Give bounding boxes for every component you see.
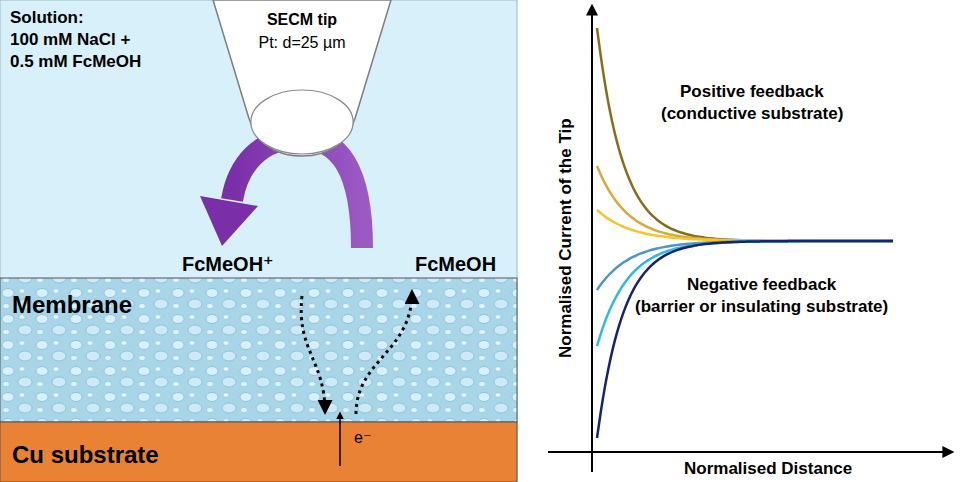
feedback-curve: [597, 210, 893, 241]
redox-arrowhead: [200, 196, 258, 246]
node-detail: Pt: d=25 µm: [218, 31, 386, 54]
curve-note: (conductive substrate): [661, 104, 843, 124]
curve-note: (barrier or insulating substrate): [635, 297, 888, 317]
feedback-curve: [597, 166, 893, 241]
copper-layer: [0, 422, 517, 482]
x-axis: [548, 451, 952, 453]
feedback-curve: [597, 241, 893, 346]
solution-panel: [0, 0, 517, 482]
electron-label: e⁻: [354, 428, 371, 447]
substrate-band: Cu substrate: [0, 422, 517, 482]
membrane-layer: [0, 278, 517, 422]
species-label: FcMeOH⁺: [182, 252, 274, 276]
axis-title: Normalised Current of the Tip: [556, 118, 576, 358]
tip-body: [213, 0, 391, 156]
electron-arrow: [339, 413, 341, 466]
curve-label: Positive feedback: [680, 82, 824, 102]
solution-title: Solution:: [10, 8, 84, 28]
node-title: Cu substrate: [12, 438, 505, 473]
tip-insulator: [251, 90, 353, 154]
membrane-band: Membrane: [0, 278, 517, 422]
feedback-curve: [597, 28, 893, 241]
y-axis: [591, 6, 593, 472]
solution-content: 100 mM NaCl +: [10, 30, 130, 50]
curve-label: Negative feedback: [687, 275, 836, 295]
solution-content: 0.5 mM FcMeOH: [10, 52, 141, 72]
node-title: SECM tip: [218, 8, 386, 31]
secm-tip: SECM tipPt: d=25 µm: [212, 0, 392, 158]
feedback-curve: [597, 241, 893, 438]
node-title: Membrane: [12, 288, 505, 323]
diffusion-arrow: [356, 292, 412, 414]
diffusion-arrow: [301, 296, 325, 412]
species-label: FcMeOH: [415, 252, 496, 276]
axis-title: Normalised Distance: [684, 459, 852, 479]
